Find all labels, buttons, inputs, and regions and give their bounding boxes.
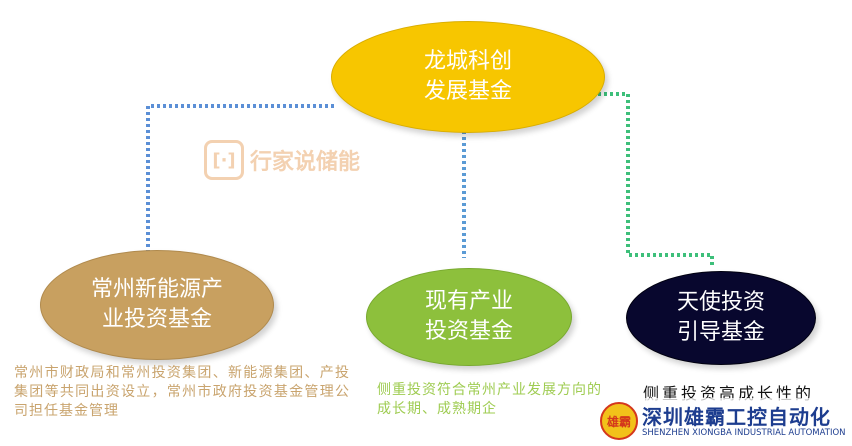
node-industry-fund: 现有产业 投资基金: [366, 268, 572, 366]
caption-left: 常州市财政局和常州投资集团、新能源集团、产投集团等共同出资设立，常州市政府投资基…: [14, 365, 350, 419]
node-left-line1: 常州新能源产: [90, 277, 223, 302]
logo-badge-icon: 雄霸: [600, 402, 638, 440]
node-angel-fund: 天使投资 引导基金: [626, 271, 816, 365]
node-top-line1: 龙城科创: [423, 49, 512, 74]
watermark: [·] 行家说储能: [204, 140, 360, 180]
connector-right: [598, 92, 714, 268]
node-right-line1: 天使投资: [676, 290, 765, 315]
connector-left: [146, 104, 334, 258]
node-new-energy-fund: 常州新能源产 业投资基金: [40, 250, 274, 360]
logo-title: 深圳雄霸工控自动化: [642, 405, 831, 429]
node-longcheng-fund: 龙城科创 发展基金: [331, 21, 605, 133]
node-middle-line1: 现有产业: [424, 289, 513, 314]
node-left-line2: 业投资基金: [101, 307, 212, 332]
watermark-icon: [·]: [204, 140, 244, 180]
node-right-line2: 引导基金: [676, 320, 765, 345]
watermark-text: 行家说储能: [250, 150, 361, 175]
logo-subtitle: SHENZHEN XIONGBA INDUSTRIAL AUTOMATION: [642, 428, 846, 438]
node-middle-line2: 投资基金: [424, 319, 513, 344]
node-top-line2: 发展基金: [423, 79, 512, 104]
caption-middle: 侧重投资符合常州产业发展方向的成长期、成熟期企: [377, 382, 602, 417]
company-logo: 雄霸 深圳雄霸工控自动化 SHENZHEN XIONGBA INDUSTRIAL…: [600, 398, 852, 446]
